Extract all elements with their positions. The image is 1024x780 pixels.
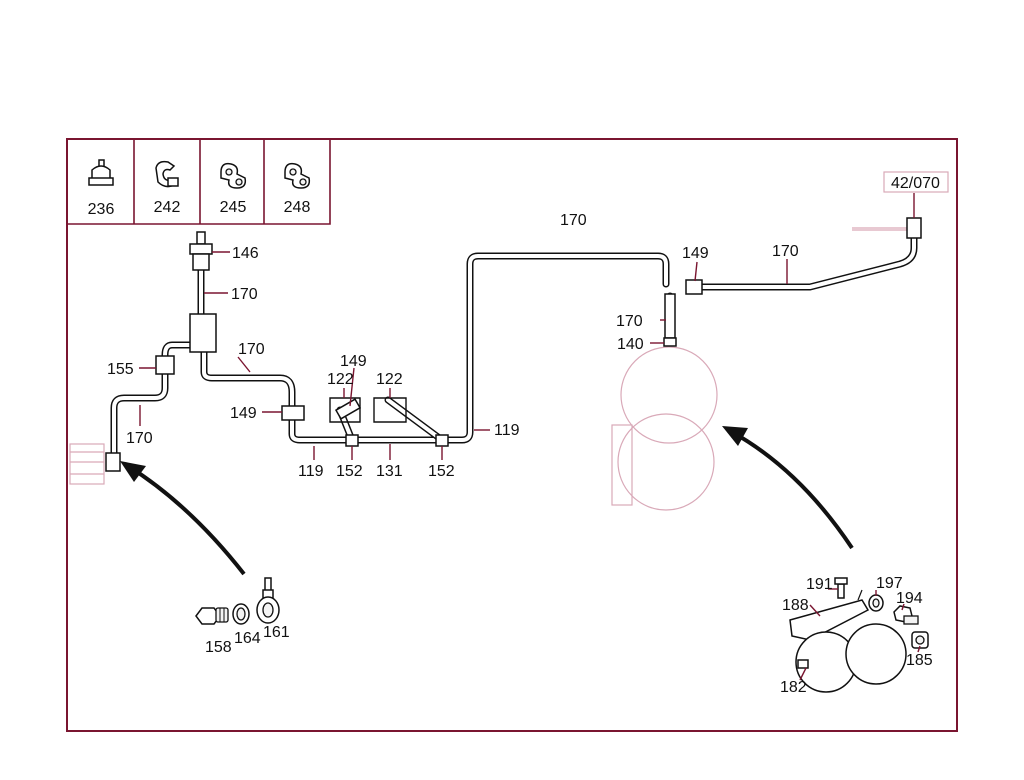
callout-42-070: 42/070 [891,175,940,192]
callout-161: 161 [263,624,290,641]
callout-170-c: 170 [126,430,153,447]
callout-194: 194 [896,590,923,607]
legend-label-245: 245 [220,199,247,216]
distributor-block [189,313,217,353]
callout-labels: 146 170 170 155 170 149 149 122 122 119 … [107,175,940,696]
connector-152-left [345,434,359,447]
legend-label-248: 248 [284,199,311,216]
connector-152-right [435,434,449,447]
diagram-frame [66,138,958,732]
bracket-122-right [373,397,407,423]
callout-149-a: 149 [230,405,257,422]
fitting-146 [189,231,213,271]
pipe-end-left [105,452,121,472]
detail-arrow-left [120,461,246,576]
hose-clip-248-icon [284,162,311,189]
ghost-left-connector [69,443,105,485]
callout-119-a: 119 [298,463,324,480]
fitting-42-070 [906,217,922,239]
detail-reservoir-right [789,577,929,693]
fitting-140 [663,337,677,347]
leader-lines [139,193,915,460]
callout-122-b: 122 [376,371,403,388]
detail-arrow-right [722,426,854,550]
legend-label-236: 236 [88,201,115,218]
callout-182: 182 [780,679,807,696]
callout-149-c: 149 [682,245,709,262]
callout-170-right: 170 [772,243,799,260]
reference-box [883,171,949,193]
callout-170-b: 170 [238,341,265,358]
hose-clip-245-icon [220,162,247,189]
callout-119-b: 119 [494,422,520,439]
callout-170-a: 170 [231,286,258,303]
callout-155: 155 [107,361,134,378]
callout-152-a: 152 [336,463,363,480]
callout-185: 185 [906,652,933,669]
callout-164: 164 [234,630,261,647]
detail-fittings-left [195,577,280,625]
washer-164 [232,603,250,625]
clip-149-left [281,405,305,421]
callout-122-a: 122 [327,371,354,388]
callout-191: 191 [806,576,833,593]
callout-140: 140 [617,336,644,353]
clip-149-right [685,279,703,295]
callout-158: 158 [205,639,232,656]
pipe-170-vertical [664,293,676,339]
callout-152-b: 152 [428,463,455,480]
ghost-right-connector [852,227,915,231]
hose-clip-236-icon [88,159,114,186]
callout-131: 131 [376,463,403,480]
hose-clip-242-icon [155,160,179,188]
callout-188: 188 [782,597,809,614]
ghost-pressure-reservoir [611,346,718,511]
bolt-158 [195,607,229,625]
callout-197: 197 [876,575,903,592]
legend-label-242: 242 [154,199,181,216]
legend-box: 236 242 245 248 [67,139,331,225]
callout-149-b: 149 [340,353,367,370]
bracket-122-left [329,397,362,423]
callout-170-d: 170 [616,313,643,330]
callout-170-top: 170 [560,212,587,229]
banjo-161 [256,577,280,624]
callout-146: 146 [232,245,259,262]
union-155 [155,355,175,375]
